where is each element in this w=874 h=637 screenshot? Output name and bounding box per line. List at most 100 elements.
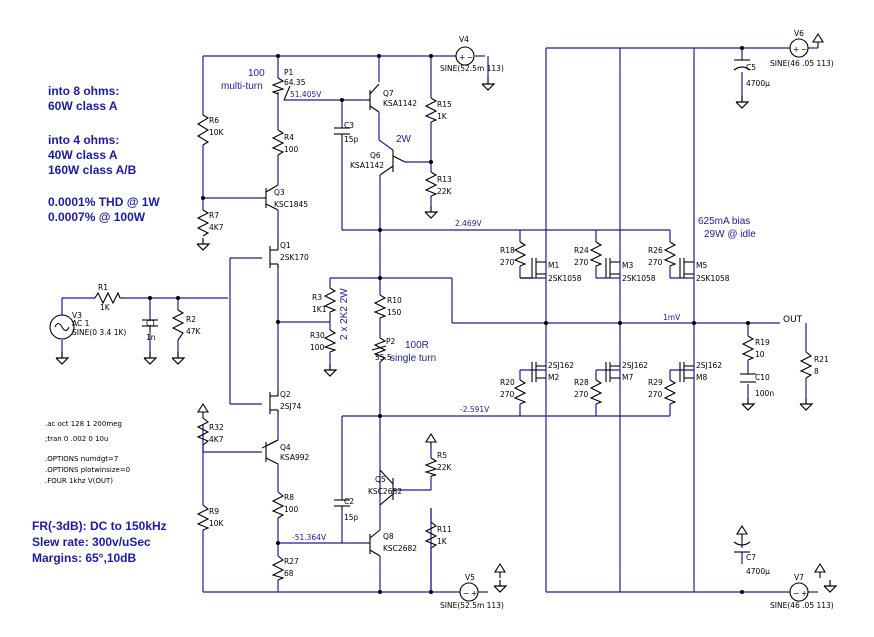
capacitor-symbols [142,59,756,553]
q3-value: KSC1845 [274,200,308,209]
part-labels: V4 SINE(52.5m 113) V5 SINE(52.5m 113) V6… [72,29,834,610]
slew-rate-note: Slew rate: 300v/uSec [32,535,151,549]
m2-value: M2 [548,373,559,382]
m7-value: 2SJ162 [622,361,648,370]
r15-label: R15 [437,100,452,109]
m8-value: 2SJ162 [696,361,722,370]
c10-value: 100n [755,389,774,398]
r10-symbol [373,294,387,319]
c1-value: 1n [146,333,156,342]
m8-symbol [679,362,694,382]
r5-value: 22K [437,463,453,472]
v6-source-symbol [789,38,809,58]
q4-label: Q4 [280,443,291,452]
potentiometer-symbols [271,77,387,363]
c3-value: 15p [344,135,359,144]
r3-value: 1K1 [312,305,327,314]
v7-value: SINE(46 .05 113) [770,601,834,610]
m3-symbol [605,258,620,278]
perf-4ohm-class-a: 40W class A [48,148,118,162]
svg-text:+: + [471,589,477,598]
r13-label: R13 [437,175,452,184]
m3-label: M3 [622,261,633,270]
r4-symbol [271,129,285,156]
v4-label: V4 [459,35,469,44]
freq-response-note: FR(-3dB): DC to 150kHz [32,519,167,533]
p1-label: P1 [284,68,294,77]
v4-source-symbol [455,46,475,66]
v7-source-symbol [789,582,809,602]
r30-symbol [323,329,337,353]
perf-8ohm-class-a: 60W class A [48,99,118,113]
r3-power-note: 2 x 2K2 2W [339,288,350,340]
c3-label: C3 [344,121,354,130]
p2-label: P2 [386,337,396,346]
r1-label: R1 [98,283,108,292]
r2-symbol [171,309,185,341]
r5-label: R5 [437,451,447,460]
r32-symbol [196,417,210,446]
q8-label: Q8 [383,532,394,541]
r1-value: 1K [100,303,111,312]
spice-four-directive: .FOUR 1khz V(OUT) [45,477,113,485]
r5-symbol [424,457,438,477]
wire-network [61,47,818,593]
c2-value: 15p [344,513,359,522]
svg-text:+: + [801,589,807,598]
r32-label: R32 [209,423,224,432]
supply-arrow-v6 [812,33,824,49]
m7-symbol [605,362,620,382]
supply-arrow-mid [425,433,437,449]
r15-value: 1K [437,112,448,121]
q6-label: Q6 [370,151,381,160]
svg-text:−: − [801,45,807,54]
r19-label: R19 [755,338,770,347]
r7-value: 4K7 [209,223,224,232]
c5-value: 4700µ [746,79,770,88]
q5-label: Q5 [375,475,386,484]
p2-note-type: single turn [390,353,436,364]
r18-symbol [513,241,527,267]
r13-value: 22K [437,187,453,196]
perf-4ohm-heading: into 4 ohms: [48,133,120,147]
q1-label: Q1 [280,241,291,250]
v6-value: SINE(46 .05 113) [770,59,834,68]
r6-value: 10K [209,128,225,137]
r1-symbol [94,291,121,305]
r29-symbol [663,379,677,405]
r11-symbol [424,521,438,549]
output-label: OUT [783,315,803,325]
r24-label: R24 [574,246,589,255]
net-label-neg51v: -51.364V [292,533,327,542]
q7-label: Q7 [383,89,394,98]
p2-value: 55.5 [375,353,392,362]
r21-symbol [799,351,813,379]
supply-arrow-v7 [814,563,826,579]
perf-4ohm-class-ab: 160W class A/B [48,163,137,177]
c5-label: C5 [746,63,756,72]
r11-value: 1K [437,537,448,546]
m3-value: 2SK1058 [622,274,656,283]
r9-value: 10K [209,519,225,528]
v3-source-symbol [49,314,75,340]
r29-value: 270 [648,390,663,399]
r10-value: 150 [387,308,402,317]
voltage-sources: +− −+ +− −+ [49,38,809,602]
c1-label: C1 [146,319,156,328]
r18-label: R18 [500,246,515,255]
c7-value: 4700µ [746,567,770,576]
spice-option-plotwinsize: .OPTIONS plotwinsize=0 [45,466,130,474]
r24-symbol [589,241,603,267]
m2-label: 2SJ162 [548,361,574,370]
svg-text:+: + [793,45,799,54]
r7-symbol [196,209,210,237]
c5-plate-b [733,66,751,71]
net-label-51v: 51.405V [290,90,322,99]
supply-arrow-left [197,403,209,419]
svg-text:+: + [459,53,465,62]
r6-label: R6 [209,116,219,125]
c2-label: C2 [344,497,354,506]
r4-label: R4 [284,133,294,142]
q6-value: KSA1142 [350,161,384,170]
r4-value: 100 [284,145,299,154]
